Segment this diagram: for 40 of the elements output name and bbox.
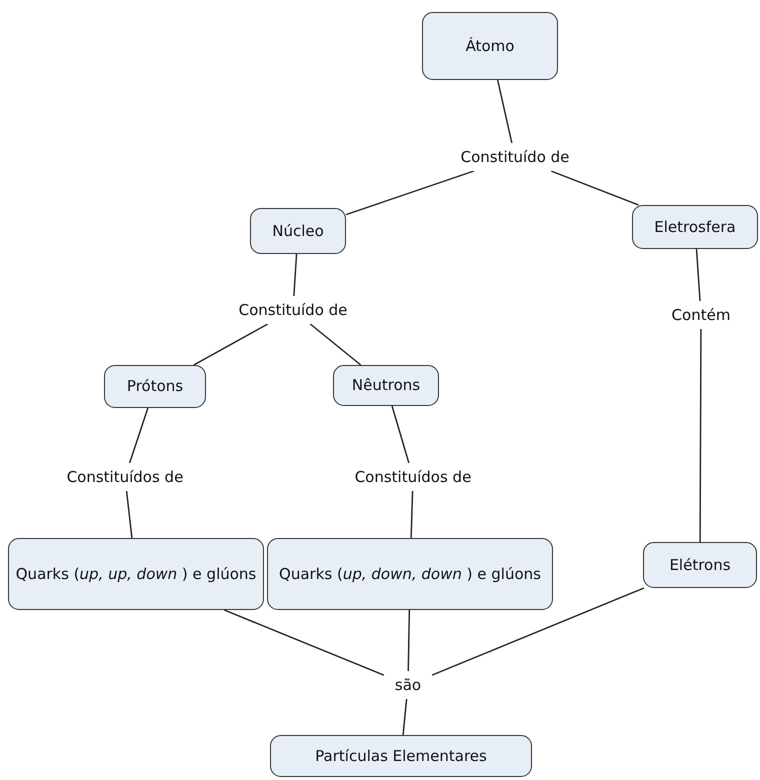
linking-phrase: Constituído de: [238, 300, 348, 320]
linking-phrase: são: [394, 674, 422, 696]
concept-box: [422, 12, 558, 80]
connector-line: [408, 610, 410, 672]
connector-line: [126, 490, 133, 538]
linking-phrase: Constituídos de: [354, 466, 472, 488]
concept-label: Átomo: [466, 36, 514, 56]
concept-label: Elétrons: [669, 554, 731, 576]
linking-phrase: Contém: [672, 304, 730, 326]
connector-line: [391, 406, 410, 464]
connector-line: [432, 587, 644, 676]
connector-line: [410, 490, 414, 538]
connector-line: [310, 323, 362, 366]
connector-line: [128, 408, 149, 464]
concept-box: [104, 365, 206, 408]
concept-box: [250, 208, 346, 254]
concept-box: [333, 365, 439, 406]
linking-phrase: Constituídos de: [66, 466, 184, 488]
connector-line: [224, 609, 384, 676]
concept-label: Quarks (up, up, down ) e glúons: [16, 564, 256, 584]
connector-line: [293, 254, 298, 296]
linking-phrase: Constituído de: [460, 146, 570, 168]
connector-line: [496, 80, 513, 144]
concept-box: [270, 735, 532, 777]
concept-label: Prótons: [126, 376, 184, 397]
connector-line: [550, 170, 639, 206]
connector-line: [696, 248, 701, 302]
connector-line: [193, 323, 268, 366]
connector-line: [402, 698, 408, 736]
connector-line: [699, 329, 702, 542]
concept-label: Núcleo: [272, 220, 324, 242]
concept-label: Eletrosfera: [654, 216, 736, 238]
concept-box: [643, 542, 757, 588]
concept-box: [632, 205, 758, 249]
connector-line: [346, 170, 474, 216]
concept-box: [8, 538, 264, 610]
concept-label: Nêutrons: [352, 375, 420, 396]
concept-box: [267, 538, 553, 610]
concept-label: Quarks (up, down, down ) e glúons: [279, 564, 541, 584]
concept-label: Partículas Elementares: [315, 746, 487, 766]
